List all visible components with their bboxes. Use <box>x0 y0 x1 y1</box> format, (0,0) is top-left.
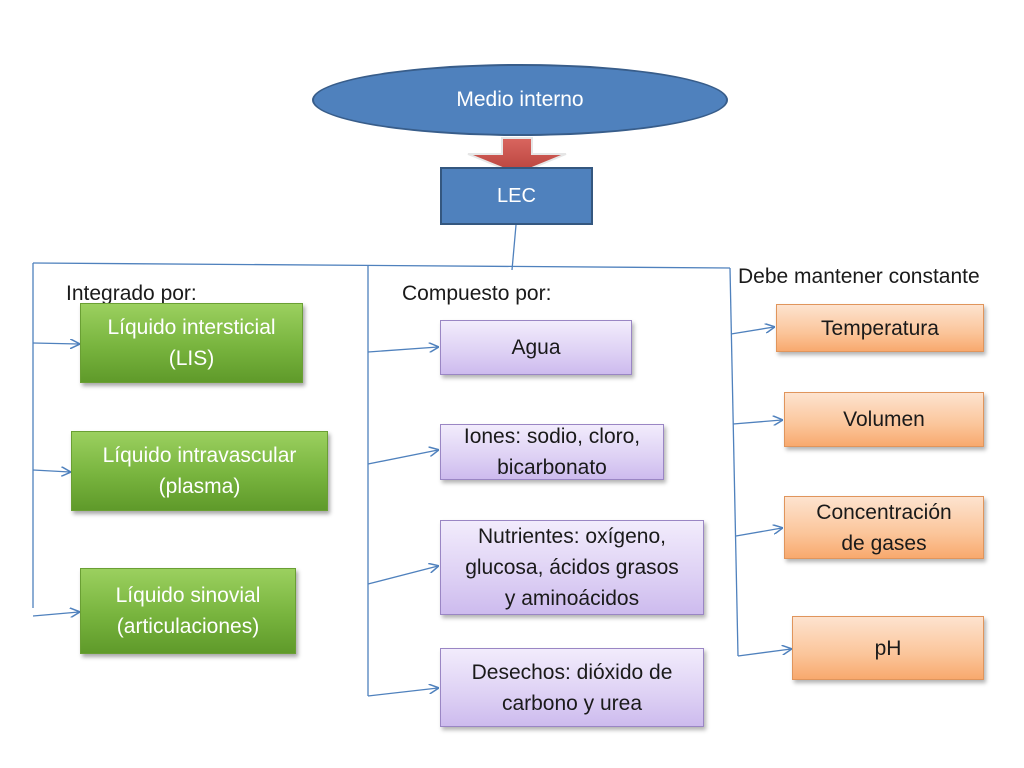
arrow-iones <box>367 450 438 465</box>
arrow-volumen <box>732 420 782 424</box>
sinovial-node: Líquido sinovial (articulaciones) <box>80 568 296 654</box>
down-arrow-icon <box>467 137 567 176</box>
arrow-sinovial <box>32 612 79 616</box>
medio-interno-node: Medio interno <box>312 64 728 136</box>
iones-label: Iones: sodio, cloro, bicarbonato <box>463 425 641 479</box>
arrow-plasma <box>32 470 70 472</box>
sinovial-label: Líquido sinovial (articulaciones) <box>115 584 261 638</box>
branch-line <box>32 262 731 269</box>
gases-label: Concentración de gases <box>816 500 952 555</box>
integrado-heading: Integrado por: <box>66 282 197 305</box>
gases-node: Concentración de gases <box>784 496 984 559</box>
temperatura-node: Temperatura <box>776 304 984 352</box>
compuesto-heading: Compuesto por: <box>402 282 552 305</box>
ph-node: pH <box>792 616 984 680</box>
plasma-label: Líquido intravascular (plasma) <box>102 444 297 498</box>
arrow-desechos <box>367 688 438 697</box>
plasma-node: Líquido intravascular (plasma) <box>71 431 328 511</box>
medio-interno-label: Medio interno <box>456 88 584 111</box>
ph-label: pH <box>874 636 902 660</box>
arrow-agua <box>367 347 438 353</box>
lis-node: Líquido intersticial (LIS) <box>80 303 303 383</box>
desechos-label: Desechos: dióxido de carbono y urea <box>471 660 673 715</box>
agua-node: Agua <box>440 320 632 375</box>
constante-heading: Debe mantener constante <box>738 265 980 288</box>
lis-label: Líquido intersticial (LIS) <box>107 316 276 370</box>
nutrientes-node: Nutrientes: oxígeno, glucosa, ácidos gra… <box>440 520 704 615</box>
constante-spine <box>729 267 739 657</box>
arrow-ph <box>737 649 791 657</box>
temperatura-label: Temperatura <box>821 316 939 340</box>
arrow-temperatura <box>730 327 774 335</box>
iones-node: Iones: sodio, cloro, bicarbonato <box>440 424 664 480</box>
arrow-nutrientes <box>367 566 438 585</box>
volumen-label: Volumen <box>843 408 925 431</box>
volumen-node: Volumen <box>784 392 984 447</box>
arrow-gases <box>735 528 782 537</box>
lec-label: LEC <box>497 184 536 207</box>
lec-stem-line <box>511 224 517 271</box>
agua-label: Agua <box>511 336 561 359</box>
desechos-node: Desechos: dióxido de carbono y urea <box>440 648 704 727</box>
arrow-lis <box>32 343 79 344</box>
nutrientes-label: Nutrientes: oxígeno, glucosa, ácidos gra… <box>465 525 679 610</box>
lec-node: LEC <box>440 167 593 225</box>
